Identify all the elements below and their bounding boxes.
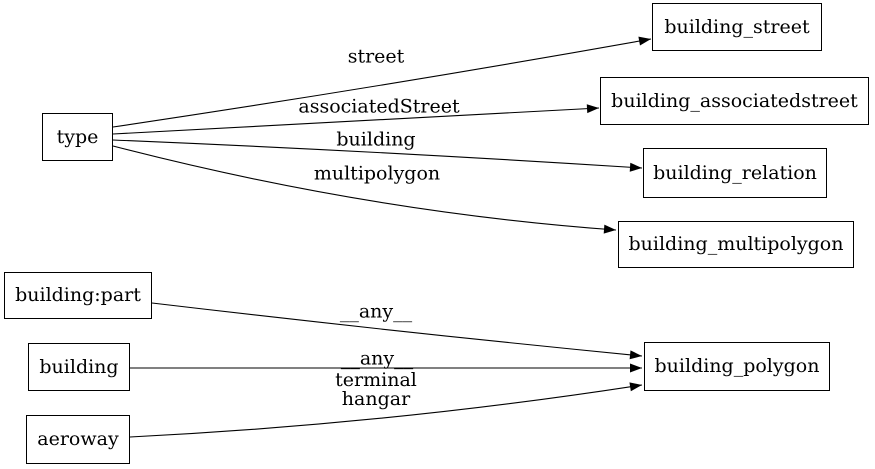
edge-type-building-multipolygon — [112, 145, 617, 234]
edge-buildingpart-building-polygon — [151, 302, 643, 360]
edge-aeroway-building-polygon — [129, 382, 643, 438]
edge-type-building-relation — [112, 139, 643, 172]
node-building-associatedstreet: building_associatedstreet — [600, 77, 869, 125]
node-building-multipolygon: building_multipolygon — [618, 221, 854, 268]
node-building: building — [28, 343, 130, 391]
node-building-relation: building_relation — [643, 148, 827, 198]
edge-label-associatedstreet: associatedStreet — [298, 95, 460, 118]
edge-label-terminal-hangar: terminal hangar — [335, 369, 417, 410]
node-type: type — [42, 113, 113, 161]
edge-label-multipolygon: multipolygon — [313, 162, 441, 185]
node-aeroway: aeroway — [26, 415, 130, 464]
node-building-part: building:part — [4, 272, 152, 319]
edge-label-building: building — [336, 128, 416, 151]
edge-label-any-building: __any__ — [340, 347, 414, 370]
node-building-street: building_street — [652, 3, 822, 51]
edge-type-building-street — [112, 36, 652, 128]
edge-label-street: street — [347, 45, 405, 68]
edge-type-building-associatedstreet — [112, 104, 600, 135]
node-building-polygon: building_polygon — [644, 342, 830, 391]
edge-label-any-buildingpart: __any__ — [339, 300, 413, 323]
